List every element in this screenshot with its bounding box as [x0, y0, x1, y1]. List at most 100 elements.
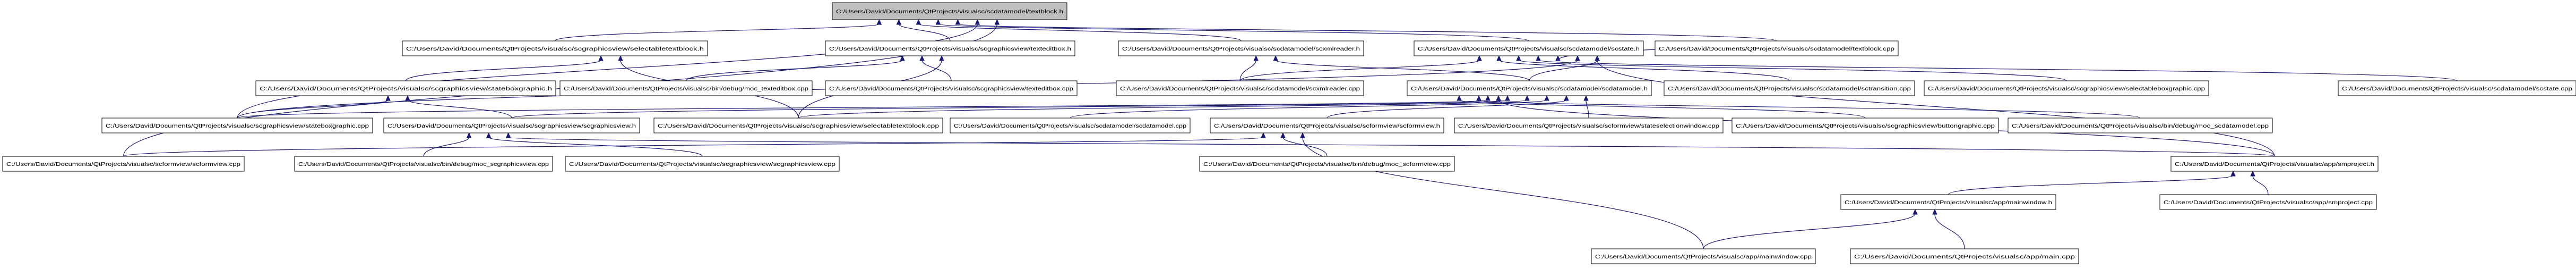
node-scgraphicsview-cpp[interactable]: C:/Users/David/Documents/QtProjects/visu…: [565, 156, 840, 172]
node-label: C:/Users/David/Documents/QtProjects/visu…: [1120, 86, 1360, 92]
node-mainwindow-h[interactable]: C:/Users/David/Documents/QtProjects/visu…: [1840, 194, 2056, 210]
node-box[interactable]: [383, 118, 640, 133]
edge-line: [554, 23, 880, 41]
arrowhead-icon: [916, 19, 921, 25]
edge-line: [2252, 175, 2269, 195]
dependency-edge: [1948, 170, 2236, 195]
node-label: C:/Users/David/Documents/QtProjects/visu…: [1928, 86, 2205, 92]
dependency-edge: [511, 95, 1510, 119]
node-label: C:/Users/David/Documents/QtProjects/visu…: [2164, 200, 2373, 206]
node-label: C:/Users/David/Documents/QtProjects/visu…: [260, 86, 552, 92]
node-box[interactable]: [950, 118, 1191, 133]
dependency-edge: [1457, 95, 1866, 119]
arrowhead-icon: [1544, 95, 1549, 101]
node-box[interactable]: [1850, 248, 2079, 264]
arrowhead-icon: [466, 132, 472, 138]
node-moc-scdatamodel-cpp[interactable]: C:/Users/David/Documents/QtProjects/visu…: [2008, 118, 2273, 133]
node-texteditbox-cpp[interactable]: C:/Users/David/Documents/QtProjects/visu…: [825, 80, 1078, 96]
node-label: C:/Users/David/Documents/QtProjects/visu…: [298, 162, 549, 168]
node-box[interactable]: [1407, 80, 1652, 96]
edge-line: [685, 60, 903, 81]
node-box[interactable]: [653, 118, 943, 133]
node-sctransition-cpp[interactable]: C:/Users/David/Documents/QtProjects/visu…: [1664, 80, 1915, 96]
node-box[interactable]: [1118, 40, 1364, 56]
node-moc-texteditbox-cpp[interactable]: C:/Users/David/Documents/QtProjects/visu…: [559, 80, 813, 96]
node-selectabletextblock-cpp[interactable]: C:/Users/David/Documents/QtProjects/visu…: [653, 118, 943, 133]
node-box[interactable]: [832, 2, 1067, 20]
edge-line: [1282, 137, 1328, 157]
node-mainwindow-cpp[interactable]: C:/Users/David/Documents/QtProjects/visu…: [1591, 248, 1816, 264]
node-texteditbox-h[interactable]: C:/Users/David/Documents/QtProjects/visu…: [825, 40, 1075, 56]
node-selectableboxgraphic-cpp[interactable]: C:/Users/David/Documents/QtProjects/visu…: [1924, 80, 2209, 96]
node-box[interactable]: [101, 118, 373, 133]
node-box[interactable]: [1210, 118, 1444, 133]
dependency-edge: [1583, 95, 1589, 119]
node-box[interactable]: [1731, 118, 1999, 133]
arrowhead-icon: [505, 132, 511, 138]
node-box[interactable]: [294, 156, 553, 172]
dependency-edge: [896, 19, 951, 41]
edge-line: [918, 23, 1242, 41]
node-scstate-h[interactable]: C:/Users/David/Documents/QtProjects/visu…: [1414, 40, 1644, 56]
node-box[interactable]: [825, 80, 1078, 96]
node-scdatamodel-h[interactable]: C:/Users/David/Documents/QtProjects/visu…: [1407, 80, 1652, 96]
arrowhead-icon: [955, 19, 961, 25]
dependency-edge: [1239, 55, 1482, 81]
node-box[interactable]: [2338, 80, 2576, 96]
node-scformview-h[interactable]: C:/Users/David/Documents/QtProjects/visu…: [1210, 118, 1444, 133]
node-moc-scformview-cpp[interactable]: C:/Users/David/Documents/QtProjects/visu…: [1199, 156, 1455, 172]
node-box[interactable]: [565, 156, 840, 172]
arrowhead-icon: [1261, 132, 1266, 138]
edge-line: [957, 23, 1777, 41]
node-box[interactable]: [1199, 156, 1455, 172]
node-box[interactable]: [1924, 80, 2209, 96]
node-textblock-cpp[interactable]: C:/Users/David/Documents/QtProjects/visu…: [1655, 40, 1899, 56]
dependency-edge: [505, 132, 2275, 157]
arrowhead-icon: [1485, 95, 1491, 101]
node-box[interactable]: [2170, 156, 2379, 172]
dependency-edge: [1326, 95, 1569, 119]
node-smproject-h[interactable]: C:/Users/David/Documents/QtProjects/visu…: [2170, 156, 2379, 172]
node-box[interactable]: [2, 156, 245, 172]
node-stateboxgraphic-h[interactable]: C:/Users/David/Documents/QtProjects/visu…: [255, 80, 556, 96]
node-label: C:/Users/David/Documents/QtProjects/visu…: [1203, 162, 1451, 168]
node-scgraphicsview-h[interactable]: C:/Users/David/Documents/QtProjects/visu…: [383, 118, 640, 133]
node-textblock-h[interactable]: C:/Users/David/Documents/QtProjects/visu…: [832, 2, 1067, 20]
node-box[interactable]: [1454, 118, 1724, 133]
node-box[interactable]: [1414, 40, 1644, 56]
node-scstate-cpp[interactable]: C:/Users/David/Documents/QtProjects/visu…: [2338, 80, 2576, 96]
node-scformview-cpp[interactable]: C:/Users/David/Documents/QtProjects/visu…: [2, 156, 245, 172]
dependency-edge: [554, 19, 882, 41]
node-box[interactable]: [2008, 118, 2273, 133]
node-label: C:/Users/David/Documents/QtProjects/visu…: [2342, 86, 2573, 92]
node-scxmlreader-cpp[interactable]: C:/Users/David/Documents/QtProjects/visu…: [1116, 80, 1364, 96]
node-stateboxgraphic-cpp[interactable]: C:/Users/David/Documents/QtProjects/visu…: [101, 118, 373, 133]
node-label: C:/Users/David/Documents/QtProjects/visu…: [1845, 200, 2052, 206]
edge-line: [237, 99, 389, 119]
edge-line: [1275, 60, 1530, 81]
node-box[interactable]: [1591, 248, 1816, 264]
node-moc-scgraphicsview-cpp[interactable]: C:/Users/David/Documents/QtProjects/visu…: [294, 156, 553, 172]
node-box[interactable]: [559, 80, 813, 96]
node-buttongraphic-cpp[interactable]: C:/Users/David/Documents/QtProjects/visu…: [1731, 118, 1999, 133]
node-box[interactable]: [1655, 40, 1899, 56]
node-box[interactable]: [402, 40, 708, 56]
node-label: C:/Users/David/Documents/QtProjects/visu…: [1854, 254, 2075, 260]
node-box[interactable]: [255, 80, 556, 96]
dependency-edge: [237, 95, 1491, 119]
node-smproject-cpp[interactable]: C:/Users/David/Documents/QtProjects/visu…: [2159, 194, 2377, 210]
node-box[interactable]: [825, 40, 1075, 56]
node-scdatamodel-cpp[interactable]: C:/Users/David/Documents/QtProjects/visu…: [950, 118, 1191, 133]
node-box[interactable]: [1116, 80, 1364, 96]
node-main-cpp[interactable]: C:/Users/David/Documents/QtProjects/visu…: [1850, 248, 2079, 264]
arrowhead-icon: [1516, 55, 1521, 61]
arrowhead-icon: [896, 19, 902, 25]
node-box[interactable]: [2159, 194, 2377, 210]
node-stateselectionwindow-cpp[interactable]: C:/Users/David/Documents/QtProjects/visu…: [1454, 118, 1724, 133]
node-selectabletextblock-h[interactable]: C:/Users/David/Documents/QtProjects/visu…: [402, 40, 708, 56]
node-box[interactable]: [1664, 80, 1915, 96]
node-box[interactable]: [1840, 194, 2056, 210]
edge-line: [237, 99, 1488, 119]
dependency-edge: [237, 95, 391, 119]
node-scxmlreader-h[interactable]: C:/Users/David/Documents/QtProjects/visu…: [1118, 40, 1364, 56]
